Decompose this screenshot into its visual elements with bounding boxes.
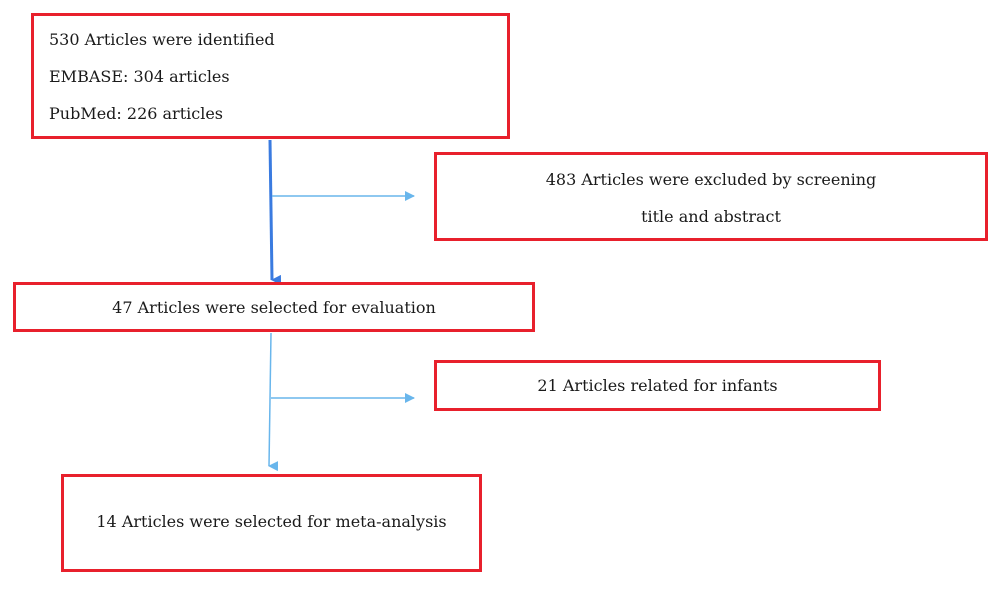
excluded-screening-line1: 483 Articles were excluded by screening	[545, 170, 877, 189]
arrow-identified-to-evaluation	[268, 139, 282, 285]
box-meta-analysis: 14 Articles were selected for meta-analy…	[61, 474, 482, 572]
box-selected-evaluation: 47 Articles were selected for evaluation	[13, 282, 535, 332]
infants-label: 21 Articles related for infants	[537, 376, 778, 395]
identified-pubmed-label: PubMed: 226 articles	[49, 104, 223, 123]
excluded-screening-line2: title and abstract	[641, 207, 781, 226]
box-infants: 21 Articles related for infants	[434, 360, 881, 411]
meta-analysis-label: 14 Articles were selected for meta-analy…	[96, 512, 447, 531]
box-excluded-screening: 483 Articles were excluded by screening …	[434, 152, 988, 241]
box-articles-identified: 530 Articles were identified EMBASE: 304…	[31, 13, 510, 139]
identified-total-label: 530 Articles were identified	[49, 30, 275, 49]
selected-evaluation-label: 47 Articles were selected for evaluation	[112, 298, 436, 317]
arrow-evaluation-to-meta-analysis	[268, 332, 279, 472]
identified-embase-label: EMBASE: 304 articles	[49, 67, 230, 86]
